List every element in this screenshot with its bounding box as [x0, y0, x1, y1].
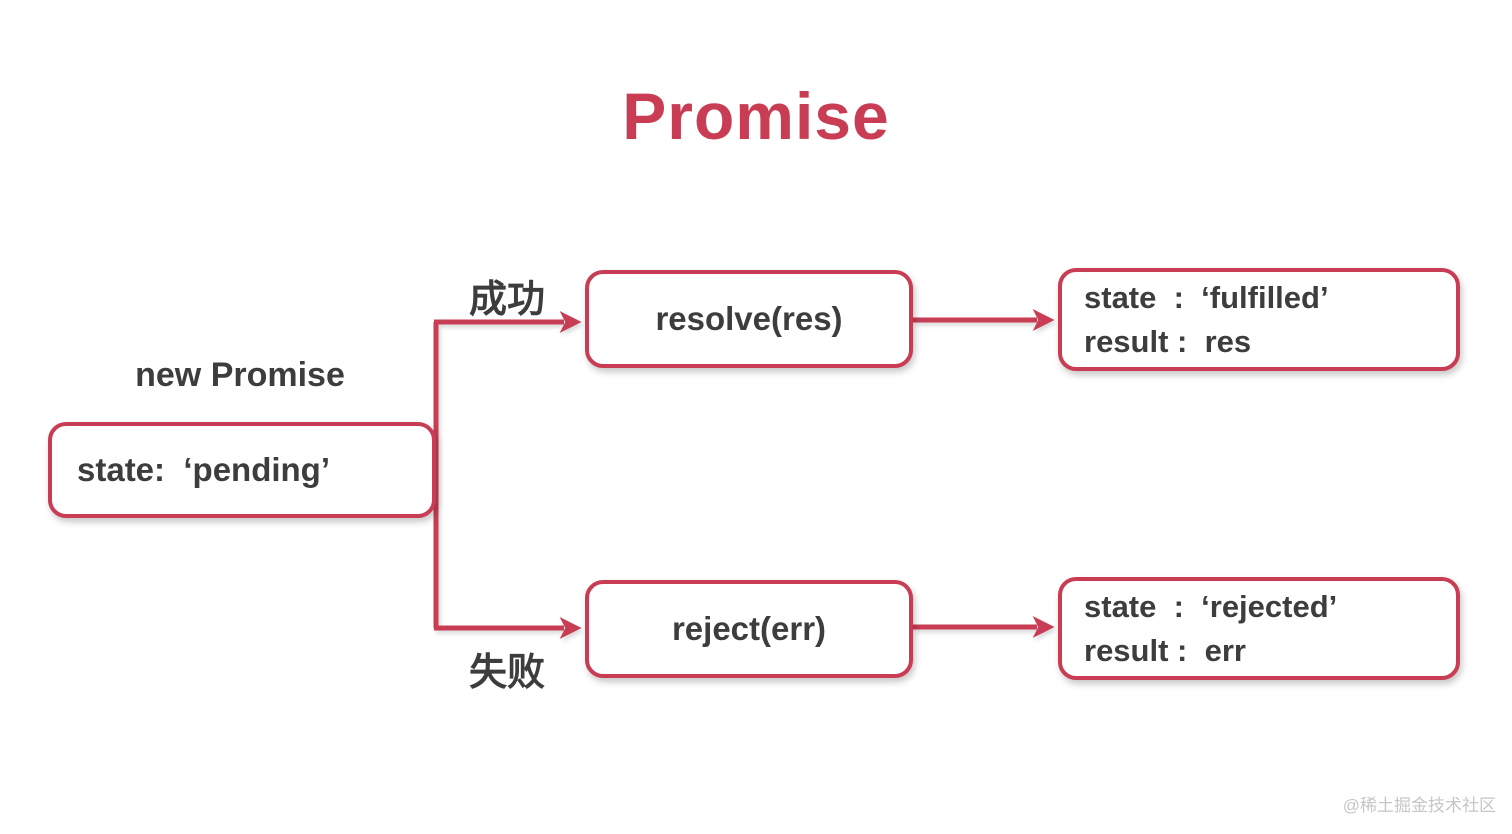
rejected-result-line: result : err — [1084, 632, 1246, 668]
success-branch-label: 成功 — [468, 279, 545, 321]
pending-state-text: state: ‘pending’ — [77, 451, 331, 488]
watermark: @稀土掘金技术社区 — [1342, 796, 1496, 815]
failure-branch-label: 失败 — [468, 652, 545, 694]
reject-text: reject(err) — [671, 610, 827, 647]
rejected-state-node: state : ‘rejected’ result : err — [1058, 577, 1460, 680]
fulfilled-state-line: state : ‘fulfilled’ — [1084, 279, 1329, 315]
resolve-text: resolve(res) — [655, 300, 843, 337]
new-promise-label: new Promise — [135, 356, 345, 394]
rejected-state-line: state : ‘rejected’ — [1084, 588, 1338, 624]
fulfilled-state-node: state : ‘fulfilled’ result : res — [1058, 268, 1460, 371]
fulfilled-result-line: result : res — [1084, 323, 1252, 359]
pending-state-node: state: ‘pending’ — [48, 422, 436, 518]
page-title: Promise — [622, 79, 890, 153]
resolve-node: resolve(res) — [585, 270, 913, 368]
reject-node: reject(err) — [585, 580, 913, 678]
